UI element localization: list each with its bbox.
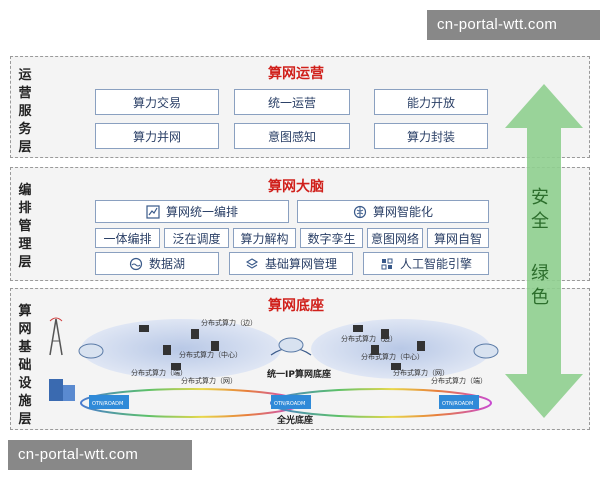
box-intent-network[interactable]: 意图网络 xyxy=(367,228,423,248)
chart-icon xyxy=(146,204,160,219)
infra-layer-title: 算网底座 xyxy=(268,298,324,314)
layers-icon xyxy=(245,257,259,269)
node-edge2-label-1: 分布式算力（端） xyxy=(131,368,187,377)
box-integrated-orch[interactable]: 一体编排 xyxy=(95,228,160,248)
otn-device-left xyxy=(89,395,129,409)
otn-device-right xyxy=(439,395,479,409)
device-label-left: OTN/ROADM xyxy=(92,401,123,407)
box-capability-open[interactable]: 能力开放 xyxy=(374,89,488,115)
brain-layer: 编排管理层 算网大脑 算网统一编排 算网智能化 一体编排 泛在调度 算力解构 数… xyxy=(10,167,590,281)
box-compute-grid[interactable]: 算力并网 xyxy=(95,123,219,149)
box-intent-aware[interactable]: 意图感知 xyxy=(234,123,350,149)
right-cloud xyxy=(311,319,491,379)
device-label-right: OTN/ROADM xyxy=(442,401,473,407)
box-unified-ops[interactable]: 统一运营 xyxy=(234,89,350,115)
network-diagram: 分布式算力（边） 分布式算力（中心） 分布式算力（端） 分布式算力（网） 分布式… xyxy=(49,317,499,426)
box-compute-trading[interactable]: 算力交易 xyxy=(95,89,219,115)
device-label-mid: OTN/ROADM xyxy=(274,401,305,407)
optical-base-label: 全光底座 xyxy=(276,414,313,426)
node-edge-label-1: 分布式算力（边） xyxy=(201,318,257,327)
data-lake-label: 数据湖 xyxy=(148,257,185,271)
box-ai-engine[interactable]: 人工智能引擎 xyxy=(363,252,489,275)
brain-layer-title: 算网大脑 xyxy=(268,179,324,195)
ops-layer-title: 算网运营 xyxy=(268,66,324,82)
watermark-bottom: cn-portal-wtt.com xyxy=(8,440,192,470)
box-autonomous[interactable]: 算网自智 xyxy=(427,228,489,248)
unified-orchestration-label: 算网统一编排 xyxy=(165,205,238,219)
basic-mgmt-label: 基础算网管理 xyxy=(264,257,337,271)
ops-layer-label: 运营服务层 xyxy=(18,68,32,155)
node-center-label-2: 分布式算力（中心） xyxy=(361,352,424,361)
watermark-top: cn-portal-wtt.com xyxy=(427,10,600,40)
antenna-tower-icon xyxy=(49,317,63,356)
box-compute-deconstruct[interactable]: 算力解构 xyxy=(233,228,296,248)
box-data-lake[interactable]: 数据湖 xyxy=(95,252,219,275)
data-lake-icon xyxy=(129,257,143,270)
node-edge2-label-2: 分布式算力（端） xyxy=(431,376,487,385)
security-green-arrow xyxy=(505,84,583,418)
ops-layer: 运营服务层 算网运营 算力交易 统一运营 能力开放 算力并网 意图感知 算力封装 xyxy=(10,56,590,158)
node-center-label-1: 分布式算力（中心） xyxy=(179,350,242,359)
server-icons-right xyxy=(353,325,425,370)
infra-layer-label: 算网基础设施层 xyxy=(18,304,32,427)
server-icons-left xyxy=(139,325,219,370)
box-digital-twin[interactable]: 数字孪生 xyxy=(300,228,363,248)
ai-engine-label: 人工智能引擎 xyxy=(399,257,472,271)
box-basic-mgmt[interactable]: 基础算网管理 xyxy=(229,252,353,275)
brain-icon xyxy=(353,205,367,218)
router-right xyxy=(473,343,499,359)
ai-engine-icon xyxy=(381,258,393,269)
brain-layer-label: 编排管理层 xyxy=(18,183,32,270)
box-compute-package[interactable]: 算力封装 xyxy=(374,123,488,149)
ip-base-label: 统一IP算网底座 xyxy=(267,368,331,380)
box-ubiquitous-sched[interactable]: 泛在调度 xyxy=(164,228,229,248)
node-net-label-1: 分布式算力（网） xyxy=(181,376,237,385)
box-unified-orchestration[interactable]: 算网统一编排 xyxy=(95,200,289,223)
green-label: 绿色 xyxy=(531,263,549,308)
node-edge-label-2: 分布式算力（边） xyxy=(341,334,397,343)
node-net-label-2: 分布式算力（网） xyxy=(393,368,449,377)
infra-layer: 算网基础设施层 算网底座 xyxy=(10,288,590,430)
box-intelligence[interactable]: 算网智能化 xyxy=(297,200,489,223)
left-cloud xyxy=(81,319,281,379)
intelligence-label: 算网智能化 xyxy=(372,205,433,219)
router-mid xyxy=(278,337,304,353)
security-label: 安全 xyxy=(531,187,549,232)
building-icon xyxy=(49,379,75,401)
router-left xyxy=(78,343,104,359)
otn-device-mid xyxy=(271,395,311,409)
